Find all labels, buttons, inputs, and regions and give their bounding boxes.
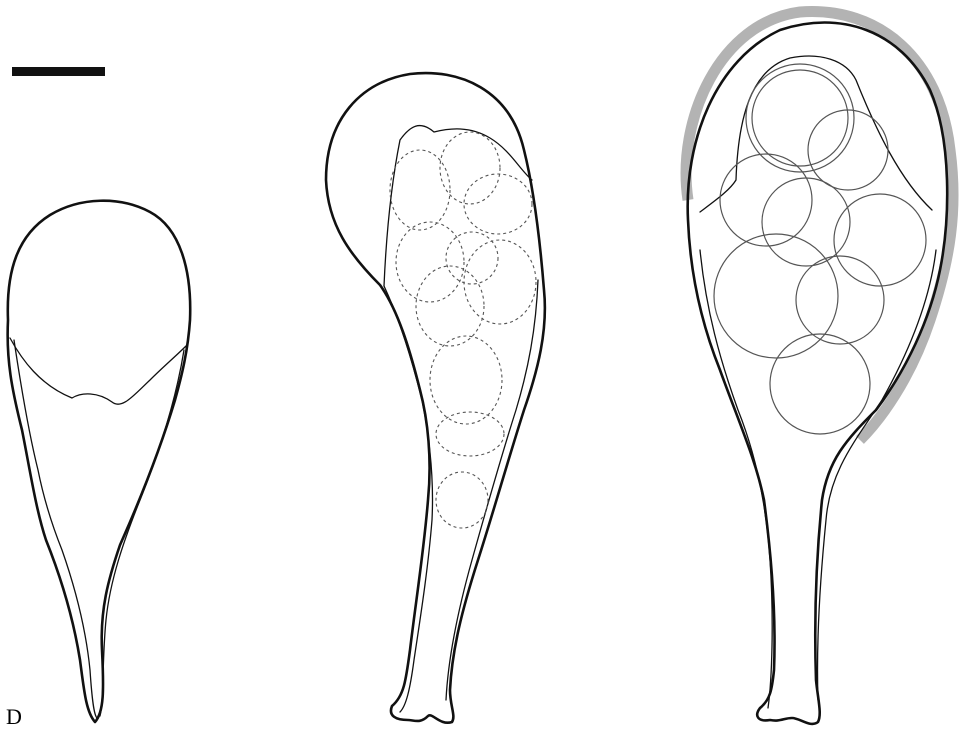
spore-middle-7: [416, 266, 484, 346]
ascus-left-cytoplasm-boundary: [10, 338, 186, 404]
spore-middle-9: [436, 412, 504, 456]
ascus-left: [8, 201, 191, 722]
spore-right-7: [796, 256, 884, 344]
spore-right-8: [770, 334, 870, 434]
spore-right-1: [746, 64, 854, 172]
spore-middle-1: [440, 132, 500, 204]
ascus-right-inner-wall-right: [817, 250, 936, 700]
spore-middle-8: [430, 336, 502, 424]
scale-bar: [12, 67, 105, 76]
spore-middle-3: [464, 174, 532, 234]
ascus-middle-inner-wall-right: [446, 280, 538, 700]
ascus-middle-wall: [326, 73, 545, 723]
ascus-middle-cytoplasm-boundary: [384, 126, 532, 286]
spore-middle-10: [436, 472, 488, 528]
panel-letter: D: [6, 706, 22, 728]
spore-right-3: [720, 154, 812, 246]
spore-middle-2: [390, 150, 450, 230]
ascus-middle-inner-wall: [384, 286, 433, 712]
ascus-right-cytoplasm-boundary: [700, 56, 932, 212]
ascus-left-wall: [8, 201, 191, 722]
ascus-left-inner-wall-right: [100, 350, 184, 716]
ascus-middle: [326, 73, 545, 723]
ascus-left-inner-wall: [14, 340, 97, 718]
ascus-right: [686, 12, 953, 724]
spore-middle-4: [396, 222, 464, 302]
ascus-right-inner-wall: [700, 250, 772, 708]
spore-right-5: [834, 194, 926, 286]
spore-right-1b: [752, 70, 848, 166]
spore-middle-6: [464, 240, 536, 324]
